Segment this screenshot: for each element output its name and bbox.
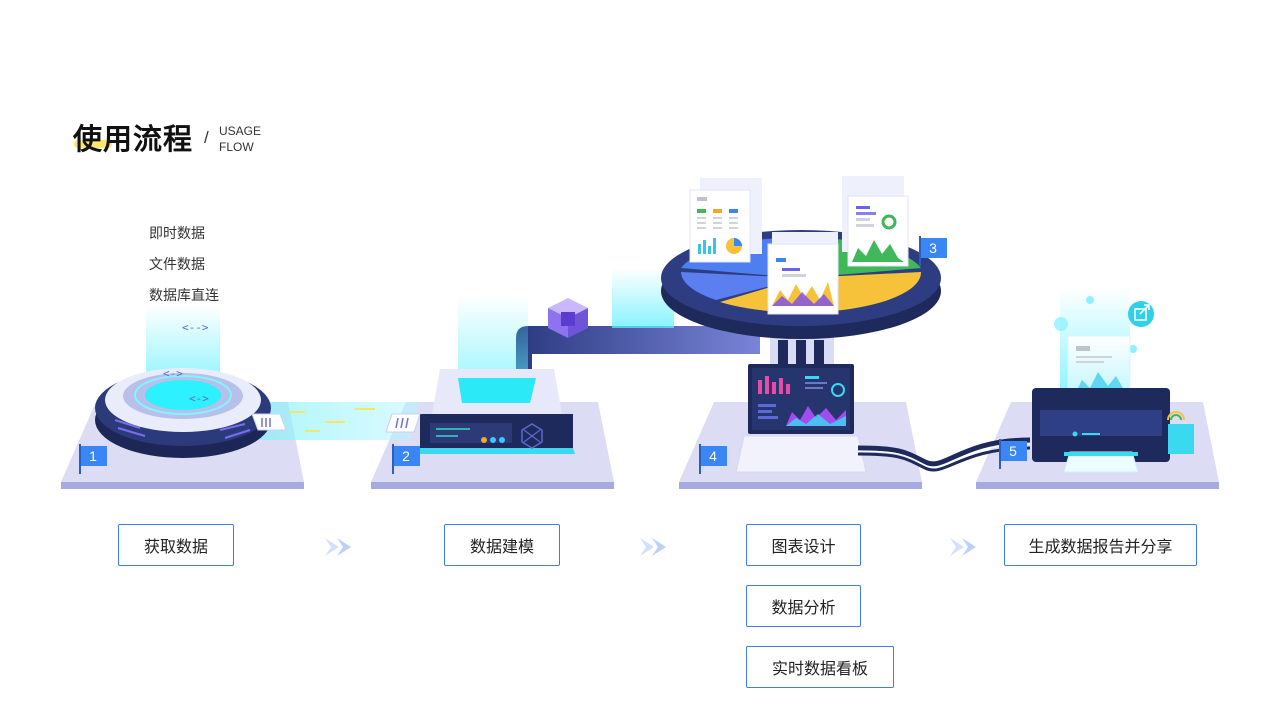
dashboard-laptop (735, 364, 867, 473)
link-icon: <-> (163, 367, 183, 380)
double-chevron-icon (950, 538, 976, 556)
step-label-data-analysis: 数据分析 (746, 585, 861, 627)
title-separator: / (204, 128, 209, 147)
modeling-device (418, 295, 575, 454)
report-printer (1032, 288, 1194, 473)
link-icon: <--> (182, 321, 209, 334)
step-flag-2: 2 (392, 444, 420, 474)
beam-dashes (290, 408, 375, 432)
step-label-acquire-data: 获取数据 (118, 524, 234, 566)
document-card-1 (251, 413, 287, 431)
data-source-list: 即时数据 文件数据 数据库直连 (149, 225, 219, 318)
step-label-data-modeling: 数据建模 (444, 524, 560, 566)
title-highlight (74, 140, 112, 148)
double-chevron-icon (325, 538, 351, 556)
database-ring (95, 305, 271, 458)
step-label-generate-share-report: 生成数据报告并分享 (1004, 524, 1197, 566)
double-chevron-icon (640, 538, 666, 556)
document-card-2 (385, 413, 421, 433)
source-item-database: 数据库直连 (149, 288, 219, 304)
page-subtitle: USAGE FLOW (219, 123, 261, 155)
connection-cable (857, 437, 1031, 472)
step-label-chart-design: 图表设计 (746, 524, 861, 566)
subtitle-line-2: FLOW (219, 140, 254, 154)
step-flag-3: 3 (919, 236, 947, 266)
page-title: 使用流程 (73, 122, 194, 156)
step-flag-5: 5 (999, 439, 1027, 469)
source-item-instant: 即时数据 (149, 226, 205, 242)
link-icons: <--> <-> <-> (163, 321, 209, 405)
source-item-file: 文件数据 (149, 257, 205, 273)
report-card-center (767, 232, 839, 315)
data-pipe (516, 326, 760, 400)
share-icon (1128, 301, 1154, 327)
step-label-realtime-dashboard: 实时数据看板 (746, 646, 894, 688)
report-card-right (842, 176, 909, 267)
cube-icon (548, 298, 588, 338)
link-icon: <-> (189, 392, 209, 405)
step-flag-4: 4 (699, 444, 727, 474)
step-flag-1: 1 (79, 444, 107, 474)
report-card-left (689, 178, 762, 263)
subtitle-line-1: USAGE (219, 124, 262, 138)
